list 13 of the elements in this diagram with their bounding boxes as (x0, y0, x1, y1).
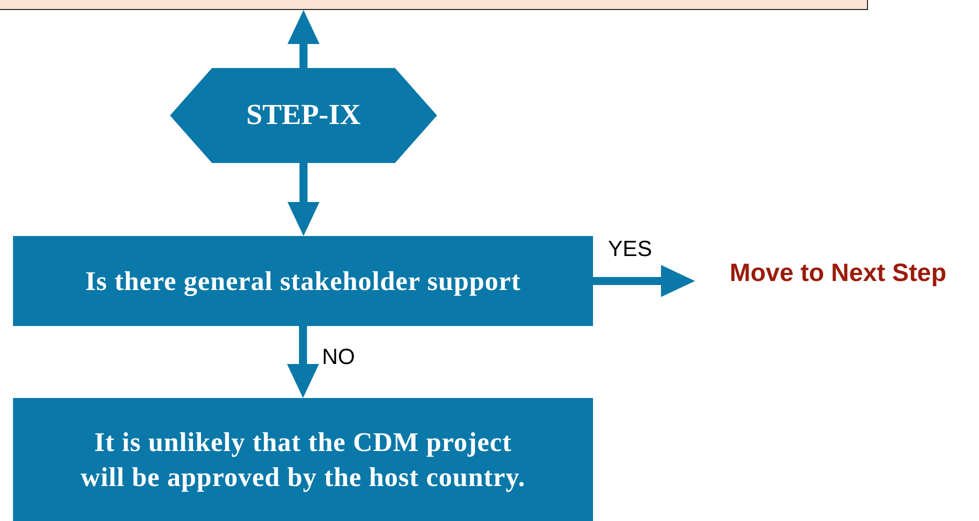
outcome-box (13, 398, 593, 521)
arrow (593, 265, 695, 297)
edge-label: YES (608, 236, 652, 262)
box-text: Is there general stakeholder support (85, 264, 521, 298)
step-label: STEP-IX (246, 99, 361, 132)
arrow (287, 326, 319, 398)
box-text: It is unlikely that the CDM project will be approved by the host country. (80, 426, 526, 494)
next-step-text: Move to Next Step (730, 258, 946, 288)
arrow (288, 10, 320, 68)
decision-box (13, 236, 593, 326)
edge-label: NO (322, 344, 355, 370)
arrow (288, 163, 320, 236)
flow-box (0, 0, 868, 10)
